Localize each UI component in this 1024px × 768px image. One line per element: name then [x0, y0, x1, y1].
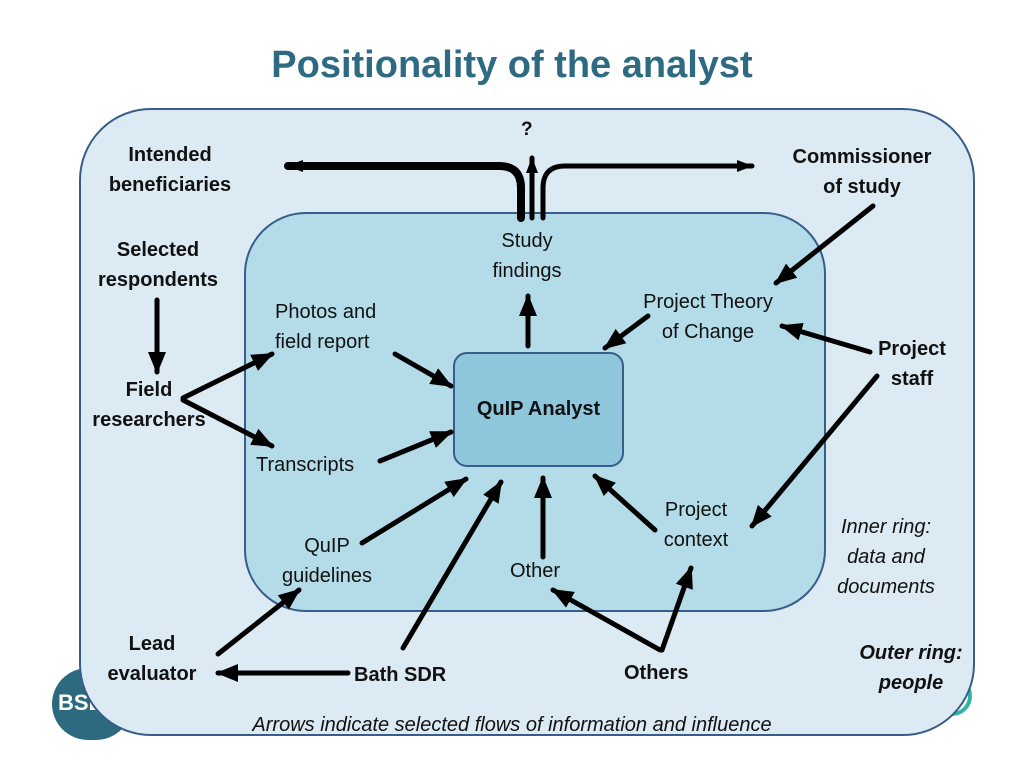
bath-sdr-label: Bath SDR — [354, 664, 447, 686]
transcripts-label: Transcripts — [256, 454, 355, 476]
quip-analyst-label: QuIP Analyst — [476, 398, 601, 420]
question-mark-label: ? — [521, 119, 533, 140]
intended-beneficiaries-label: Intended beneficiaries — [108, 144, 232, 196]
project-context-label: Project context — [663, 499, 729, 551]
project-toc-label: Project Theory of Change — [643, 291, 773, 343]
others-label: Others — [624, 662, 689, 684]
photos-field-report-label: Photos and field report — [275, 301, 377, 353]
quip-analyst-box: QuIP Analyst — [453, 352, 624, 467]
inner-ring-note: Inner ring: data and documents — [837, 516, 935, 598]
field-researchers-label: Field researchers — [92, 379, 206, 431]
outer-ring-note: Outer ring: people — [859, 642, 963, 694]
lead-evaluator-label: Lead evaluator — [107, 633, 197, 685]
study-findings-label: Study findings — [492, 230, 562, 282]
project-staff-label: Project staff — [878, 338, 946, 390]
other-label: Other — [510, 560, 561, 582]
commissioner-label: Commissioner of study — [792, 146, 932, 198]
selected-respondents-label: Selected respondents — [97, 239, 219, 291]
page-title: Positionality of the analyst — [271, 44, 753, 86]
quip-guidelines-label: QuIP guidelines — [281, 535, 373, 587]
footer-note: Arrows indicate selected flows of inform… — [252, 714, 772, 736]
